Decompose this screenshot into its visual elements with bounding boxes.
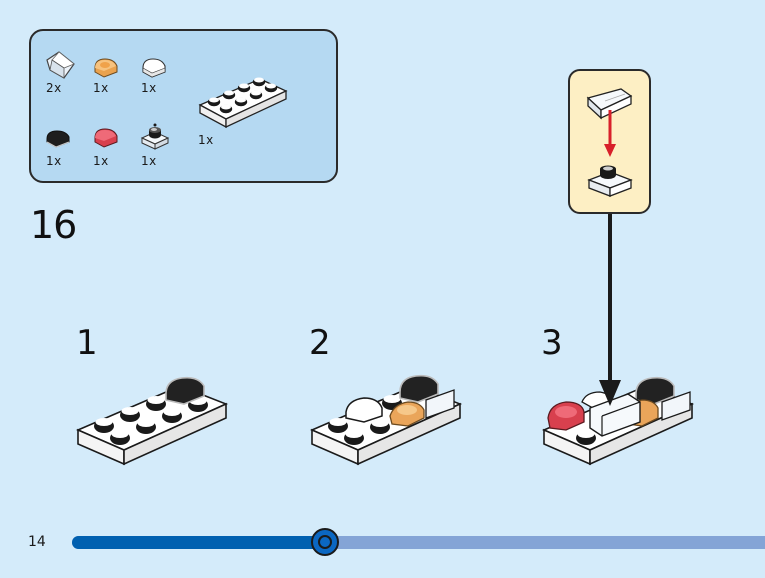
part-orange-round-tile-icon [92,56,120,80]
part-qty: 1x [93,81,109,95]
substep-label-1: 1 [76,323,98,363]
step-number: 16 [30,203,77,247]
progress-knob[interactable] [310,528,339,556]
part-white-plate-2x4-icon [196,75,288,133]
part-black-round-tile-icon [44,128,72,150]
substep-2-build-illustration [308,372,468,474]
part-red-round-tile-icon [92,126,120,150]
substep-3-build-illustration [540,372,700,474]
part-qty: 1x [46,154,62,168]
part-qty: 1x [198,133,214,147]
page-number: 14 [28,534,46,550]
part-qty: 1x [93,154,109,168]
part-clear-slope-icon [44,50,78,80]
part-white-round-tile-icon [140,56,168,80]
part-clear-plate-black-stud-icon [139,122,171,152]
arrow-head-icon [599,380,621,408]
progress-fill [72,536,325,549]
part-qty: 1x [141,81,157,95]
red-arrow-icon [604,110,616,158]
part-qty: 2x [46,81,62,95]
part-qty: 1x [141,154,157,168]
callout-clear-plate-stud-icon [586,160,634,200]
callout-connector-line [608,214,612,384]
substep-label-3: 3 [541,323,563,363]
substep-label-2: 2 [309,323,331,363]
substep-1-build-illustration [74,372,232,474]
parts-list-panel [29,29,338,183]
